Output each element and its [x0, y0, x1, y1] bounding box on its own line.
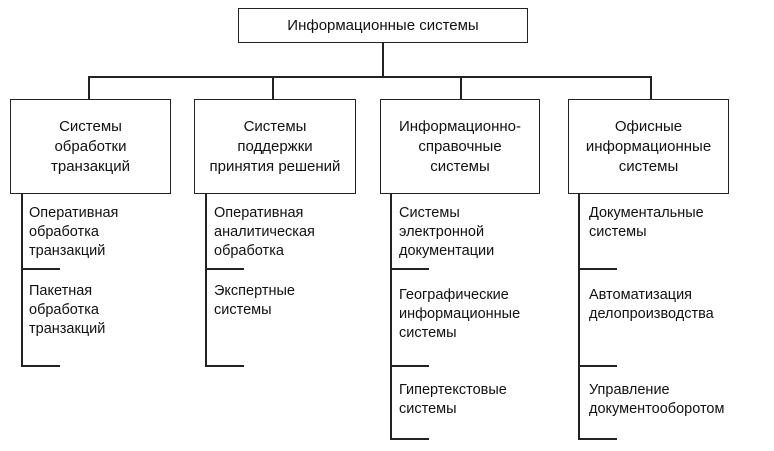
list-item: Оперативная обработка транзакций	[29, 205, 119, 259]
horizontal-bus	[88, 76, 651, 78]
list-item: Автоматизация делопроизводства	[589, 287, 714, 322]
tick	[578, 268, 617, 270]
category-office: Офисные информационные системы	[568, 99, 729, 194]
drop-1	[88, 76, 90, 100]
tick	[578, 365, 617, 367]
list-item: Географические информационные системы	[399, 287, 521, 341]
root-node: Информационные системы	[238, 8, 528, 43]
root-trunk	[382, 42, 384, 77]
list-item: Экспертные системы	[214, 283, 295, 318]
root-label: Информационные системы	[287, 16, 479, 34]
tick	[21, 268, 60, 270]
tick	[578, 438, 617, 440]
spine-4	[578, 193, 580, 439]
drop-3	[460, 76, 462, 100]
category-label: Информационно- справочные системы	[399, 117, 521, 175]
tick	[390, 438, 429, 440]
list-item: Документальные системы	[589, 205, 704, 240]
tick	[205, 268, 244, 270]
list-item: Гипертекстовые системы	[399, 382, 507, 417]
category-label: Системы поддержки принятия решений	[209, 117, 341, 175]
category-label: Системы обработки транзакций	[51, 117, 130, 175]
tick	[205, 365, 244, 367]
tick	[390, 268, 429, 270]
spine-3	[390, 193, 392, 439]
category-information-reference: Информационно- справочные системы	[380, 99, 540, 194]
drop-4	[650, 76, 652, 100]
category-label: Офисные информационные системы	[585, 117, 712, 175]
list-item: Управление документооборотом	[589, 382, 725, 417]
spine-2	[205, 193, 207, 366]
drop-2	[272, 76, 274, 100]
category-transaction-processing: Системы обработки транзакций	[10, 99, 171, 194]
tick	[390, 365, 429, 367]
category-decision-support: Системы поддержки принятия решений	[194, 99, 356, 194]
tick	[21, 365, 60, 367]
list-item: Системы электронной документации	[399, 205, 495, 259]
list-item: Пакетная обработка транзакций	[29, 283, 106, 337]
list-item: Оперативная аналитическая обработка	[214, 205, 315, 259]
spine-1	[21, 193, 23, 366]
